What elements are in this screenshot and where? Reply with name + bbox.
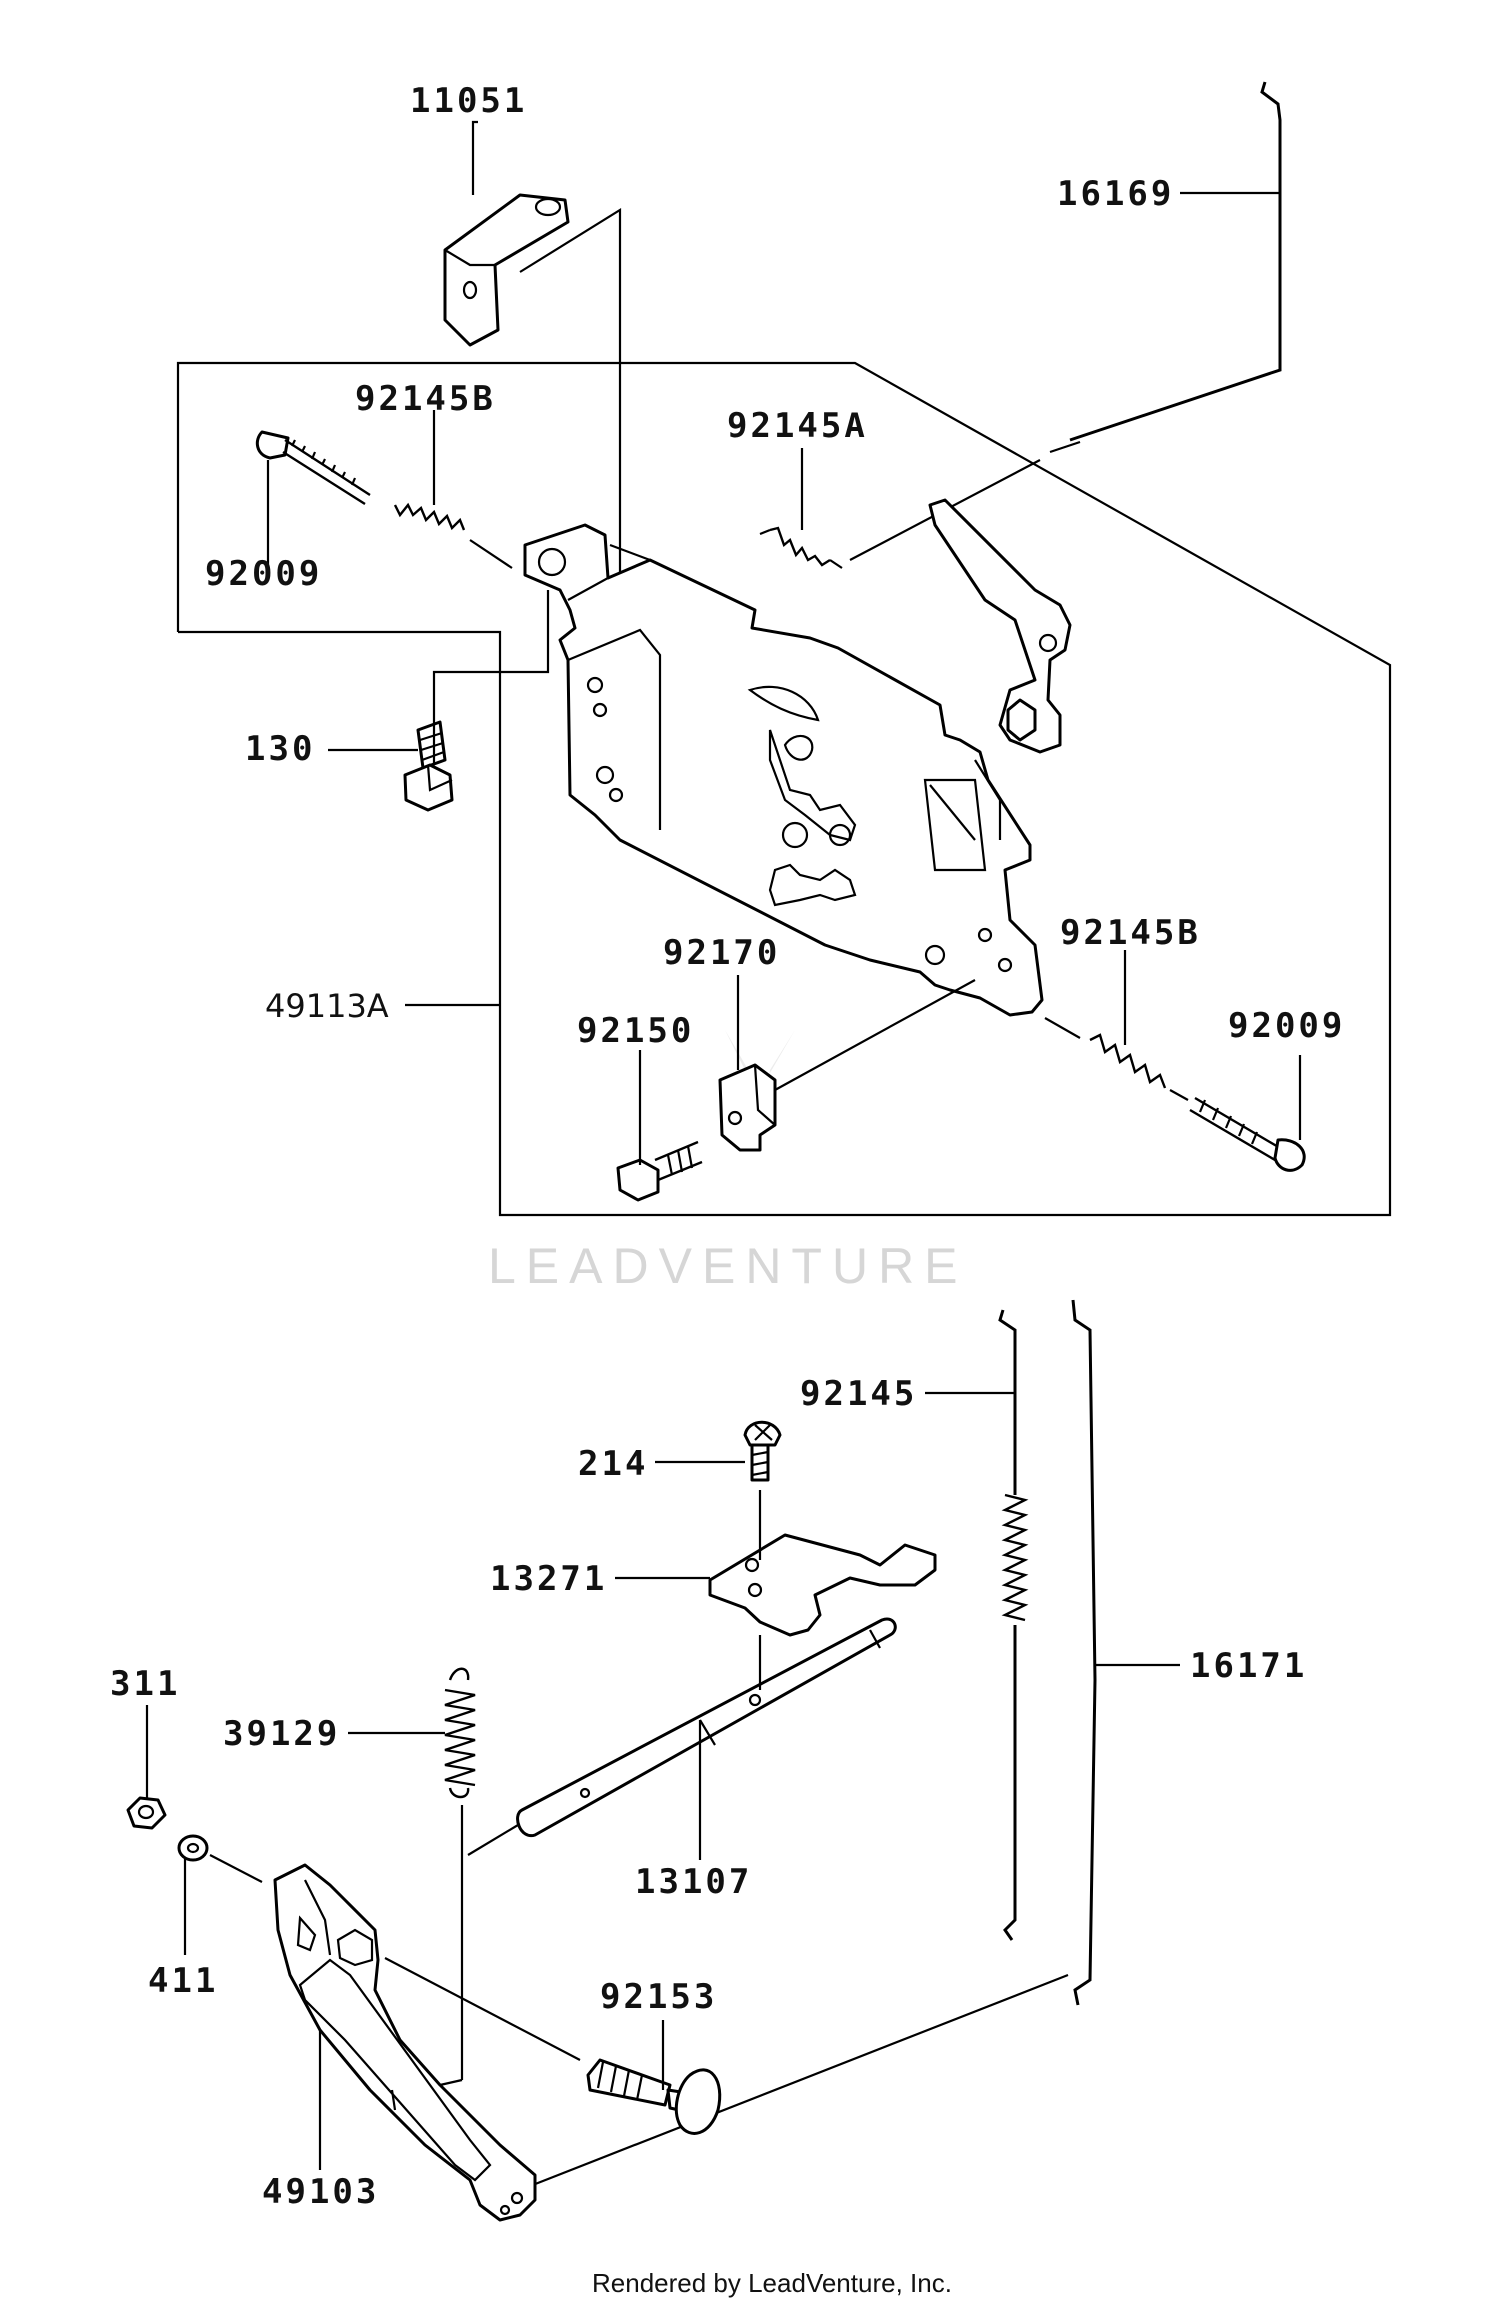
callout-214: 214: [578, 1444, 648, 1484]
callout-92145a: 92145A: [727, 406, 868, 446]
part-92145b-top-spring: [393, 502, 513, 569]
part-49113a-control-plate: [523, 498, 1072, 1017]
callout-49113a: 49113A: [265, 987, 389, 1025]
callout-92009-top: 92009: [205, 554, 322, 594]
callout-130: 130: [245, 729, 315, 769]
callout-92009-bottom: 92009: [1228, 1006, 1345, 1046]
callout-92145b-bottom: 92145B: [1060, 913, 1201, 953]
part-411-washer: [177, 1834, 263, 1883]
part-13271-plate: [708, 1490, 937, 1637]
callout-16169: 16169: [1057, 174, 1174, 214]
part-92009-top-bolt: [255, 430, 371, 506]
footer-credit: Rendered by LeadVenture, Inc.: [592, 2268, 952, 2298]
part-11051-bracket: [443, 193, 622, 620]
group-frame-upper: [176, 361, 1392, 1217]
part-92009-bottom-bolt: [1169, 1089, 1306, 1172]
part-92145-spring-rod: [998, 1309, 1029, 1941]
part-16169-rod: [1049, 81, 1282, 454]
callout-92145b-top: 92145B: [355, 379, 496, 419]
callout-92153: 92153: [600, 1977, 717, 2017]
watermark: LEADVENTURE: [488, 1030, 968, 1294]
callout-16171: 16171: [1190, 1646, 1307, 1686]
part-130-bolt: [403, 720, 454, 812]
part-92170-clip: [718, 979, 976, 1152]
callout-39129: 39129: [223, 1714, 340, 1754]
lower-assembly: [126, 1299, 1097, 2222]
callout-11051: 11051: [410, 81, 527, 121]
part-311-nut: [126, 1796, 167, 1830]
part-92150-bolt: [616, 1140, 703, 1202]
part-92153-pin: [586, 2058, 722, 2135]
callout-311: 311: [110, 1664, 180, 1704]
upper-assembly: [176, 81, 1392, 1217]
callout-92145: 92145: [800, 1374, 917, 1414]
leader-lines: [145, 120, 1302, 2170]
part-16171-rod: [519, 1299, 1097, 2192]
part-49103-pedal-arm: [273, 1863, 581, 2222]
callout-13107: 13107: [635, 1862, 752, 1902]
callout-labels: 11051 16169 92145B 92145A 92009 130 4911…: [110, 81, 1345, 2212]
callout-49103: 49103: [262, 2172, 379, 2212]
callout-411: 411: [148, 1961, 218, 2001]
part-214-screw: [743, 1420, 782, 1482]
callout-92170: 92170: [663, 933, 780, 973]
part-39129-spring: [444, 1667, 476, 2080]
part-92145b-bottom-spring: [1044, 1017, 1167, 1089]
callout-92150: 92150: [577, 1011, 694, 1051]
callout-13271: 13271: [490, 1559, 607, 1599]
part-13107-shaft: [467, 1617, 897, 1856]
watermark-text: LEADVENTURE: [488, 1238, 968, 1294]
